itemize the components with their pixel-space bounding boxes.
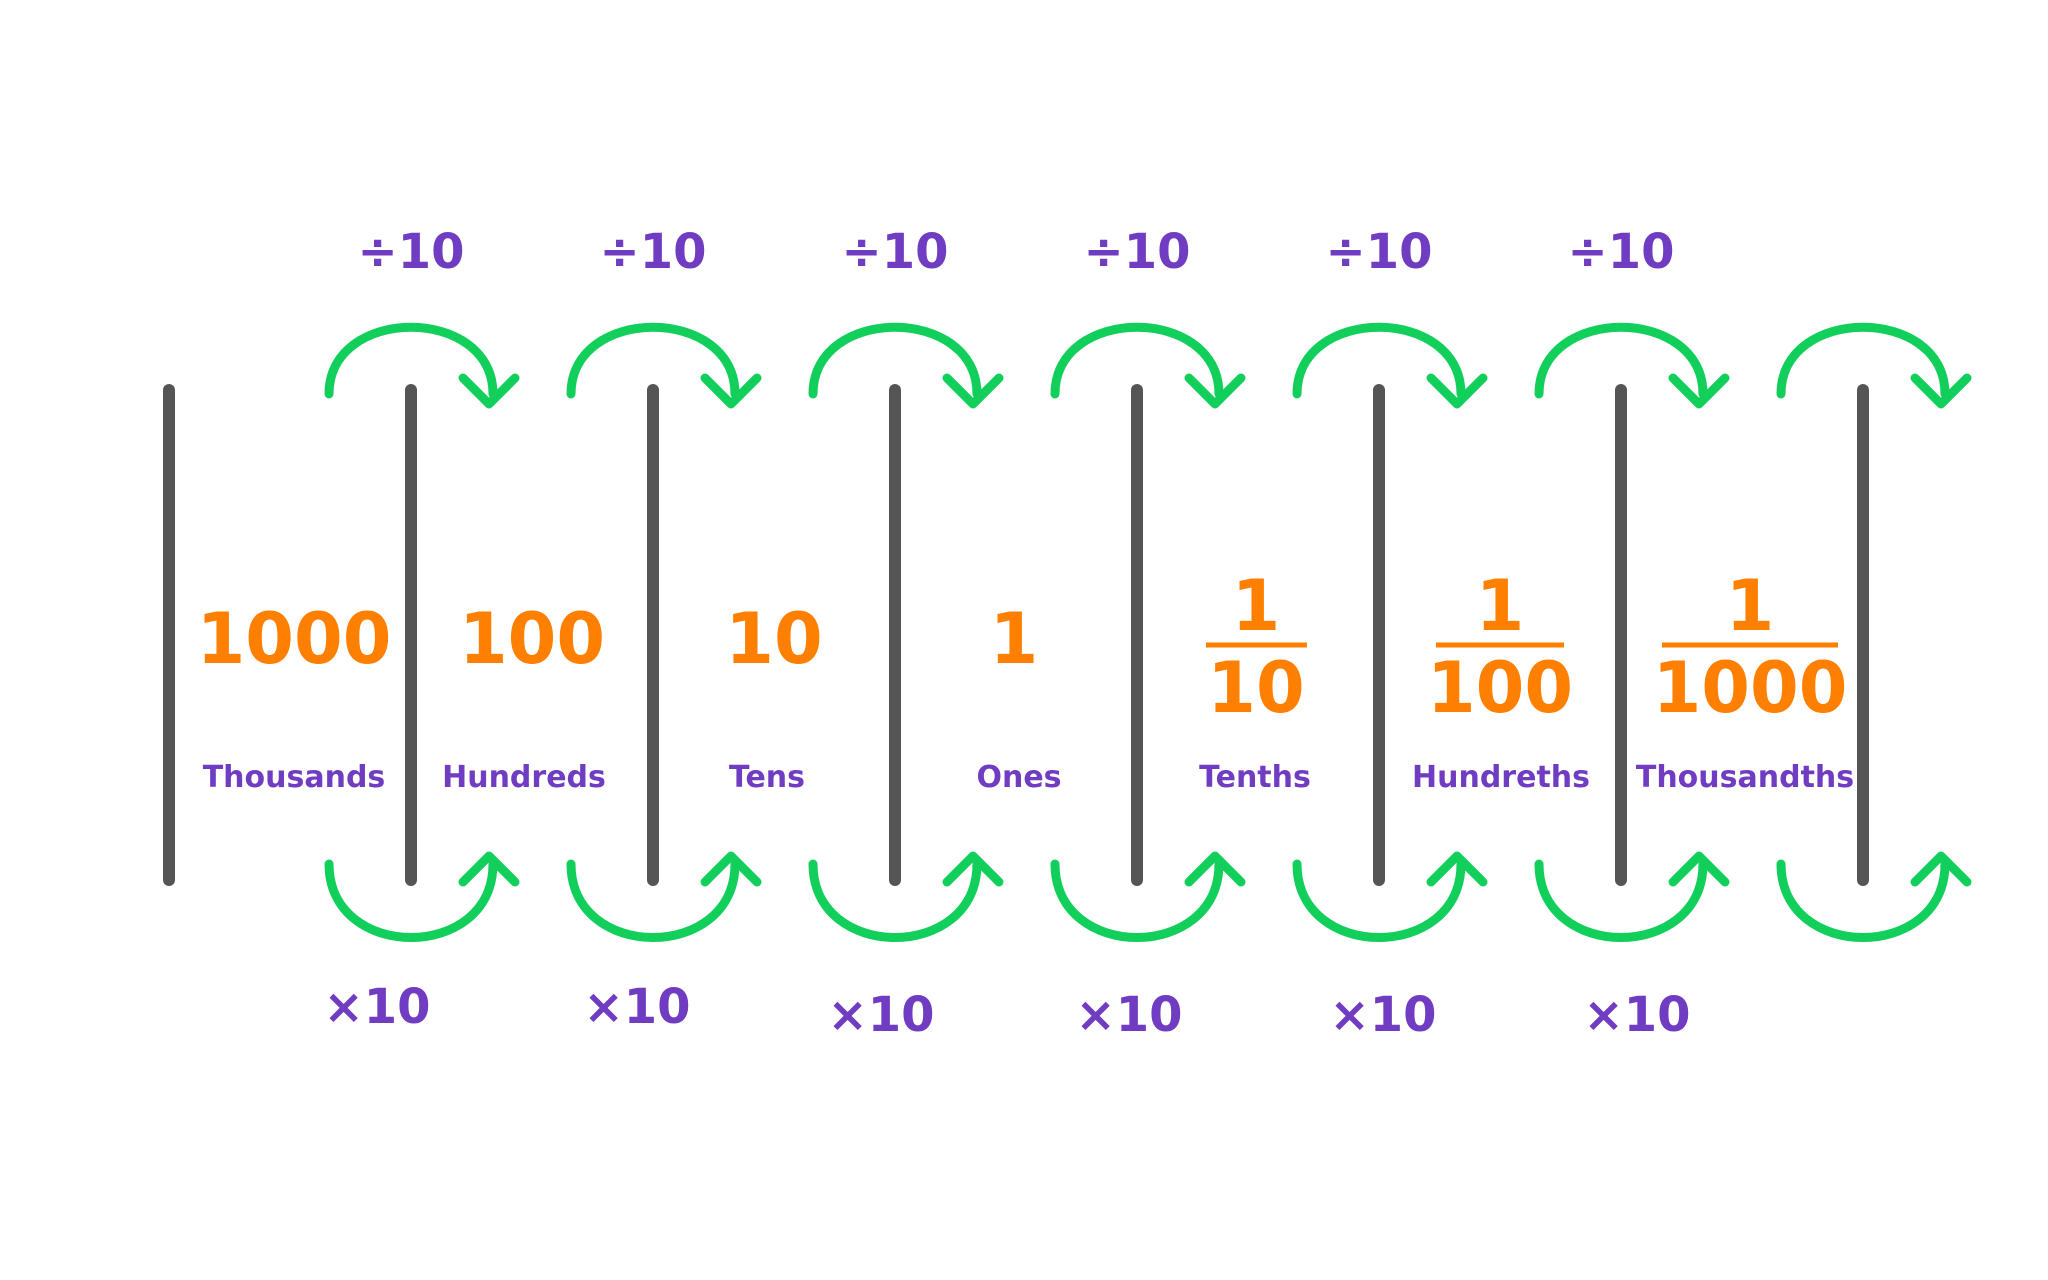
place-label-thousandths: Thousandths (1636, 760, 1854, 795)
place-value-tens: 10 (725, 598, 822, 680)
fraction-denominator: 100 (1427, 647, 1573, 729)
divide-label: ÷10 (841, 224, 948, 280)
multiply-label: ×10 (1583, 987, 1690, 1043)
place-value-hundreds: 100 (459, 598, 605, 680)
multiply-arrow-icon (1292, 851, 1488, 942)
divide-label: ÷10 (1567, 224, 1674, 280)
place-value-ones: 1 (990, 598, 1039, 680)
divide-arrow-icon (566, 322, 762, 409)
place-value-tenths: 1 10 (1206, 565, 1307, 729)
multiply-labels: ×10 ×10 ×10 ×10 ×10 ×10 (323, 979, 1690, 1043)
divide-arrow-icon (1776, 322, 1972, 409)
fraction-numerator: 1 (1232, 565, 1281, 647)
multiply-arrow-icon (1776, 851, 1972, 942)
multiply-arrow-icon (324, 851, 520, 942)
place-label-tens: Tens (729, 760, 805, 795)
divide-arrow-icon (1534, 322, 1730, 409)
multiply-label: ×10 (1075, 987, 1182, 1043)
place-label-ones: Ones (976, 760, 1061, 795)
divide-arrow-icon (1050, 322, 1246, 409)
multiply-label: ×10 (583, 979, 690, 1035)
divide-label: ÷10 (1325, 224, 1432, 280)
place-label-hundredths: Hundreths (1412, 760, 1590, 795)
multiply-arrow-icon (1050, 851, 1246, 942)
multiply-label: ×10 (1329, 987, 1436, 1043)
place-labels: Thousands Hundreds Tens Ones Tenths Hund… (203, 760, 1854, 795)
multiply-arrows (324, 851, 1972, 942)
multiply-arrow-icon (808, 851, 1004, 942)
multiply-arrow-icon (1534, 851, 1730, 942)
place-value-hundredths: 1 100 (1427, 565, 1573, 729)
divide-arrow-icon (324, 322, 520, 409)
dividers (163, 384, 1869, 886)
divide-label: ÷10 (1083, 224, 1190, 280)
divide-arrow-icon (808, 322, 1004, 409)
place-label-hundreds: Hundreds (442, 760, 606, 795)
place-values: 1000 100 10 1 1 10 1 100 1 1000 (197, 565, 1848, 729)
multiply-arrow-icon (566, 851, 762, 942)
fraction-denominator: 1000 (1653, 647, 1848, 729)
place-value-thousandths: 1 1000 (1653, 565, 1848, 729)
multiply-label: ×10 (827, 987, 934, 1043)
divide-arrows (324, 322, 1972, 409)
multiply-label: ×10 (323, 979, 430, 1035)
divide-arrow-icon (1292, 322, 1488, 409)
divide-labels: ÷10 ÷10 ÷10 ÷10 ÷10 ÷10 (357, 224, 1674, 280)
fraction-numerator: 1 (1476, 565, 1525, 647)
fraction-denominator: 10 (1207, 647, 1304, 729)
place-value-thousands: 1000 (197, 598, 392, 680)
divide-label: ÷10 (599, 224, 706, 280)
fraction-numerator: 1 (1726, 565, 1775, 647)
divide-label: ÷10 (357, 224, 464, 280)
place-label-thousands: Thousands (203, 760, 386, 795)
place-label-tenths: Tenths (1199, 760, 1311, 795)
